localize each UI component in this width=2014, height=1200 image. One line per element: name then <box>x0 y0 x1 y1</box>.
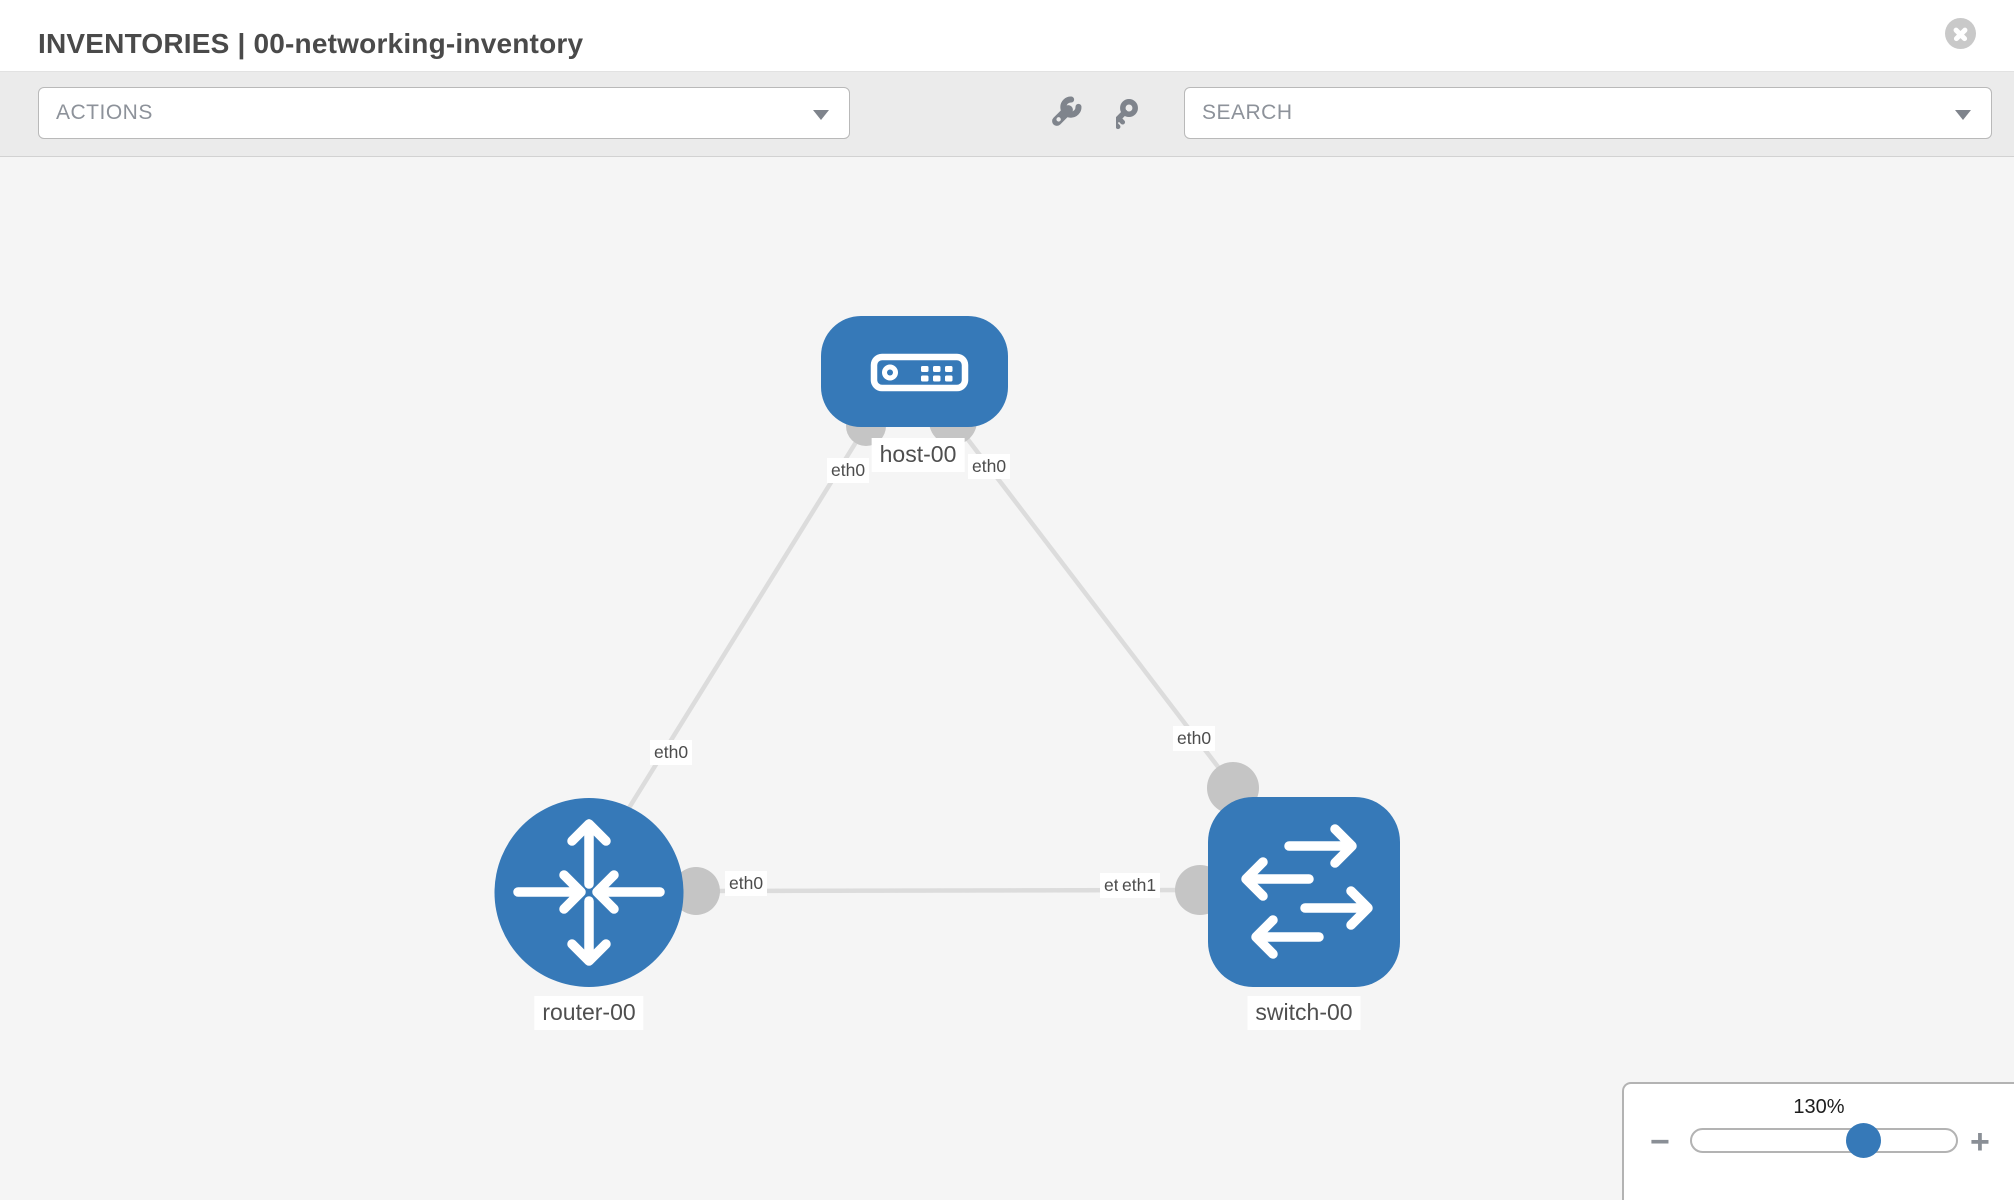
topology-canvas[interactable]: host-00 router-00 switch-00 eth0 eth0 et… <box>0 157 2014 1200</box>
zoom-out-button[interactable]: − <box>1650 1123 1670 1161</box>
actions-dropdown[interactable]: ACTIONS <box>38 87 850 139</box>
router-icon <box>513 819 665 966</box>
interface-label: eth0 <box>1173 726 1216 751</box>
port-router-right <box>672 867 720 915</box>
interface-label: eth0 <box>827 458 870 483</box>
node-router-00[interactable] <box>494 798 684 987</box>
node-label-router: router-00 <box>534 996 644 1030</box>
caret-down-icon <box>1955 110 1971 120</box>
zoom-slider-track[interactable] <box>1690 1128 1958 1153</box>
page-title: INVENTORIES | 00-networking-inventory <box>38 27 584 59</box>
close-button[interactable] <box>1945 18 1976 49</box>
search-dropdown[interactable]: SEARCH <box>1184 87 1992 139</box>
interface-label: eth0 <box>968 454 1011 479</box>
actions-dropdown-label: ACTIONS <box>56 101 153 124</box>
caret-down-icon <box>813 110 829 120</box>
topology-graph <box>494 316 1400 987</box>
zoom-slider-thumb[interactable] <box>1846 1123 1881 1158</box>
switch-icon <box>1241 824 1373 959</box>
zoom-control-panel: 130% − + <box>1622 1082 2014 1200</box>
wrench-icon[interactable] <box>1048 96 1084 132</box>
host-icon <box>870 353 969 392</box>
node-label-switch: switch-00 <box>1247 996 1361 1030</box>
search-dropdown-label: SEARCH <box>1202 101 1293 124</box>
zoom-in-button[interactable]: + <box>1970 1123 1990 1161</box>
node-host-00[interactable] <box>821 316 1008 427</box>
key-icon[interactable] <box>1116 96 1152 132</box>
window-header: INVENTORIES | 00-networking-inventory <box>0 0 2014 72</box>
interface-label: eth1 <box>1118 873 1161 898</box>
node-switch-00[interactable] <box>1208 797 1400 987</box>
node-label-host: host-00 <box>871 438 965 472</box>
toolbar: ACTIONS SEARCH <box>0 72 2014 157</box>
interface-label: eth0 <box>725 871 768 896</box>
interface-label: eth0 <box>650 740 693 765</box>
link-host-router[interactable] <box>603 423 869 848</box>
zoom-level-value: 130% <box>1793 1096 1845 1118</box>
